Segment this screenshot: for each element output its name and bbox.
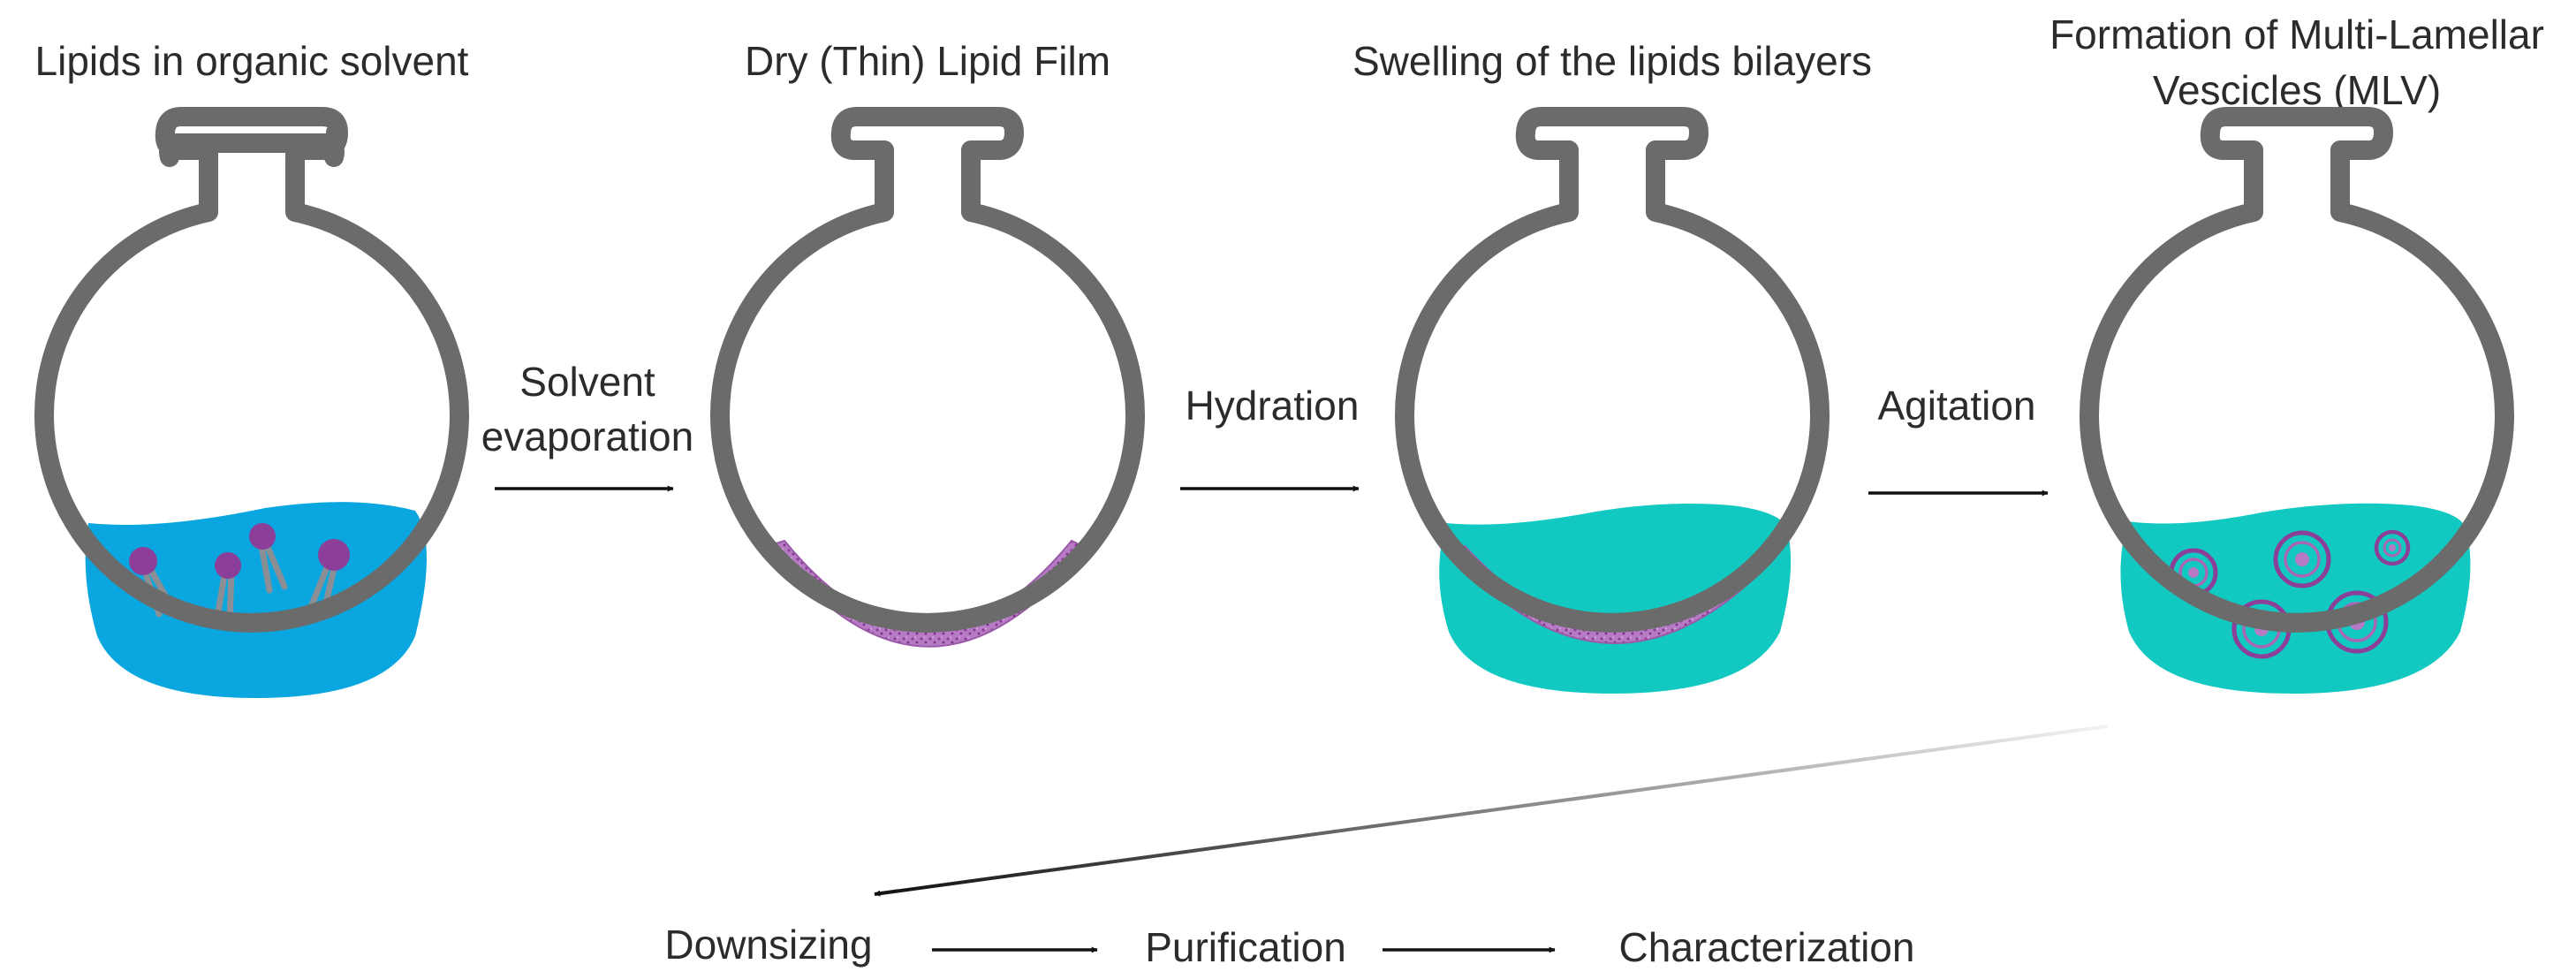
flask-neck-rim xyxy=(155,107,348,160)
flask-3 xyxy=(1395,107,1830,694)
step-title-1: Lipids in organic solvent xyxy=(35,38,469,84)
vesicle xyxy=(2273,530,2331,588)
flask-outline xyxy=(1395,140,1830,633)
transition-label-1-line-1: Solvent xyxy=(519,359,655,405)
post-step-characterization: Characterization xyxy=(1619,924,1915,970)
flask-neck-rim xyxy=(1515,107,1708,160)
flask-neck-rim xyxy=(2200,107,2393,160)
step-title-4-line-2: Vescicles (MLV) xyxy=(2153,67,2441,113)
transition-label-3: Agitation xyxy=(1877,383,2035,429)
lipid-molecules xyxy=(129,523,350,626)
flask-outline xyxy=(710,140,1145,633)
lipid-molecule xyxy=(249,523,288,594)
transition-label-2: Hydration xyxy=(1186,383,1360,429)
vesicle xyxy=(2374,529,2411,566)
post-step-downsizing: Downsizing xyxy=(664,922,872,968)
flask-2 xyxy=(710,107,1145,648)
post-step-purification: Purification xyxy=(1145,924,1346,970)
aqueous-liquid xyxy=(1439,503,1792,694)
arrow-to-downsizing xyxy=(874,725,2108,897)
step-title-3: Swelling of the lipids bilayers xyxy=(1352,38,1872,84)
flask-1 xyxy=(34,107,469,698)
flask-neck-rim xyxy=(830,107,1024,160)
flask-outline xyxy=(2080,140,2514,633)
step-title-2: Dry (Thin) Lipid Film xyxy=(745,38,1110,84)
step-title-4-line-1: Formation of Multi-Lamellar xyxy=(2049,11,2544,57)
aqueous-liquid xyxy=(2120,503,2471,694)
flask-4 xyxy=(2080,107,2514,694)
transition-label-1-line-2: evaporation xyxy=(481,414,693,459)
